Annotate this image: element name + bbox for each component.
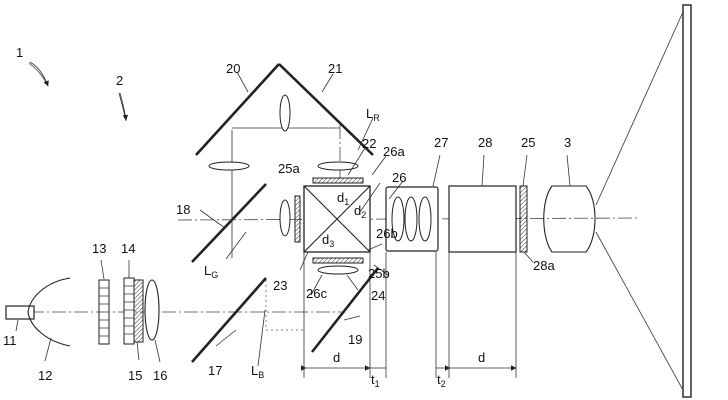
label-1: 1 bbox=[16, 45, 23, 60]
label-lg: LG bbox=[204, 263, 218, 280]
label-18: 18 bbox=[176, 202, 190, 217]
label-dim-d-right: d bbox=[478, 350, 485, 365]
arrow-2 bbox=[119, 92, 129, 121]
label-26c: 26c bbox=[306, 286, 327, 301]
label-lr: LR bbox=[366, 106, 380, 123]
label-23: 23 bbox=[273, 278, 287, 293]
field-lens-side bbox=[279, 199, 291, 237]
label-28: 28 bbox=[478, 135, 492, 150]
field-lens-red bbox=[317, 161, 359, 171]
label-2: 2 bbox=[116, 73, 123, 88]
relay-lens-upper bbox=[279, 94, 291, 132]
label-26: 26 bbox=[392, 170, 406, 185]
field-lens-blue bbox=[317, 265, 359, 275]
label-11: 11 bbox=[3, 333, 17, 348]
glass-block-28 bbox=[448, 185, 517, 253]
label-lb: LB bbox=[251, 363, 264, 380]
label-14: 14 bbox=[121, 241, 135, 256]
label-12: 12 bbox=[38, 368, 52, 383]
polarizer-25 bbox=[519, 185, 528, 253]
leader-lines bbox=[15, 62, 571, 367]
label-26a: 26a bbox=[383, 144, 405, 159]
field-lens-green bbox=[208, 161, 250, 171]
dim-extension-lines bbox=[303, 252, 517, 378]
projection-screen bbox=[682, 4, 692, 398]
light-valve-23 bbox=[294, 195, 301, 243]
lens-27c bbox=[418, 196, 432, 242]
label-27: 27 bbox=[434, 135, 448, 150]
lens-27b bbox=[404, 196, 418, 242]
condenser-lens-16 bbox=[144, 279, 160, 341]
reflecting-mirror-20 bbox=[195, 63, 280, 156]
label-dim-d-left: d bbox=[333, 350, 340, 365]
label-21: 21 bbox=[328, 61, 342, 76]
arrow-1 bbox=[29, 61, 49, 87]
label-15: 15 bbox=[128, 368, 142, 383]
prism-diagonals bbox=[303, 185, 371, 253]
light-valve-25a bbox=[312, 177, 364, 184]
dichroic-mirror-18 bbox=[191, 183, 267, 263]
label-13: 13 bbox=[92, 241, 106, 256]
projection-beam-bottom bbox=[595, 231, 684, 391]
label-3: 3 bbox=[564, 135, 571, 150]
label-d2: d2 bbox=[354, 203, 366, 220]
dichroic-mirror-17 bbox=[191, 277, 267, 363]
label-20: 20 bbox=[226, 61, 240, 76]
label-25b: 25b bbox=[368, 266, 390, 281]
label-19: 19 bbox=[348, 332, 362, 347]
polarization-converter-15 bbox=[133, 279, 144, 343]
light-path-dotted bbox=[265, 280, 305, 331]
label-25: 25 bbox=[521, 135, 535, 150]
mirror-19 bbox=[310, 267, 380, 353]
light-valve-25b bbox=[312, 257, 364, 264]
label-16: 16 bbox=[153, 368, 167, 383]
label-26b: 26b bbox=[376, 226, 398, 241]
projection-beam-top bbox=[595, 11, 684, 206]
label-t2: t2 bbox=[437, 372, 446, 389]
reflecting-mirror-21 bbox=[278, 63, 374, 156]
label-22: 22 bbox=[362, 136, 376, 151]
lens-27a bbox=[391, 196, 405, 242]
label-24: 24 bbox=[371, 288, 385, 303]
lamp bbox=[5, 305, 35, 320]
label-d3: d3 bbox=[322, 232, 334, 249]
projection-lens bbox=[543, 185, 596, 253]
fly-eye-cells-13 bbox=[99, 287, 109, 337]
label-25a: 25a bbox=[278, 161, 300, 176]
fly-eye-cells-14 bbox=[124, 285, 134, 335]
label-28a: 28a bbox=[533, 258, 555, 273]
label-17: 17 bbox=[208, 363, 222, 378]
label-d1: d1 bbox=[337, 190, 349, 207]
label-t1: t1 bbox=[371, 372, 380, 389]
